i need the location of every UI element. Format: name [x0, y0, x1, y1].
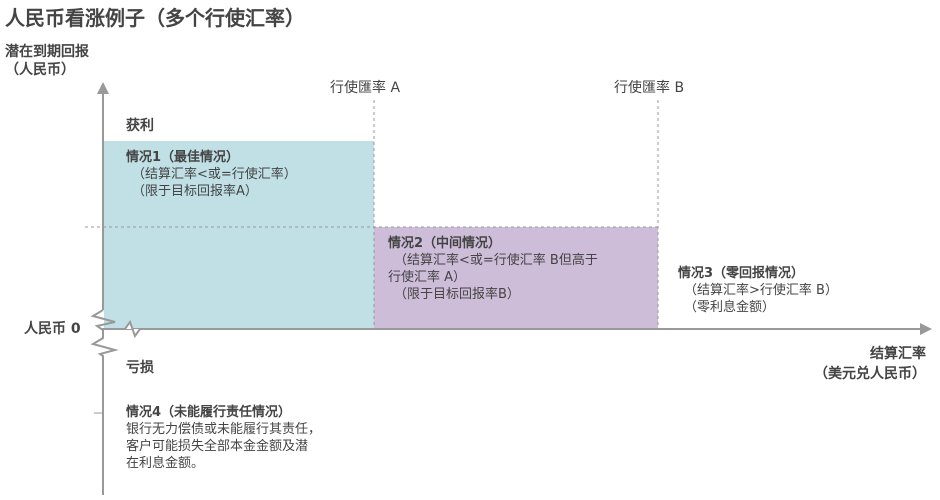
scenario4-line1: 银行无力偿债或未能履行其责任， — [126, 422, 322, 437]
scenario3-line1: （结算汇率>行使汇率 B） — [684, 283, 838, 298]
scenario2-area — [374, 227, 658, 329]
scenario2-line3: （限于目标回报率B） — [394, 287, 520, 302]
x-axis-arrow — [920, 323, 932, 335]
x-axis-label: 结算汇率 — [870, 346, 926, 362]
strike-b-label: 行使匯率 B — [614, 80, 685, 96]
scenario4-line3: 在利息金额。 — [126, 456, 205, 471]
y-axis-arrow — [97, 82, 109, 94]
loss-label: 亏损 — [126, 360, 154, 376]
scenario1-line1: （结算汇率<或=行使汇率） — [132, 167, 297, 182]
y-axis-label: 潜在到期回报 — [5, 44, 89, 60]
scenario4-title: 情况4（未能履行责任情况） — [126, 405, 292, 420]
x-axis-break — [104, 319, 141, 339]
scenario1-title: 情况1（最佳情况） — [126, 150, 240, 165]
strike-a-label: 行使匯率 A — [330, 80, 401, 96]
scenario2-line1: （结算汇率<或=行使汇率 B但高于 — [394, 253, 598, 268]
scenario2-title: 情况2（中间情况） — [388, 236, 502, 251]
scenario2-line2: 行使汇率 A） — [388, 270, 467, 285]
scenario4-line2: 客户可能损失全部本金金额及潜 — [126, 439, 309, 454]
page-title: 人民币看涨例子（多个行使汇率） — [5, 6, 305, 30]
profit-label: 获利 — [126, 118, 154, 134]
scenario1-area — [104, 141, 374, 329]
x-axis-unit: （美元兑人民币） — [814, 366, 926, 382]
zero-label: 人民币 0 — [24, 321, 81, 337]
scenario3-title: 情况3（零回报情况） — [678, 266, 805, 281]
y-axis-unit: （人民币） — [5, 62, 75, 78]
scenario1-line2: （限于目标回报率A） — [132, 184, 258, 199]
y-axis-break — [90, 309, 119, 495]
scenario3-line2: （零利息金额） — [684, 300, 776, 315]
